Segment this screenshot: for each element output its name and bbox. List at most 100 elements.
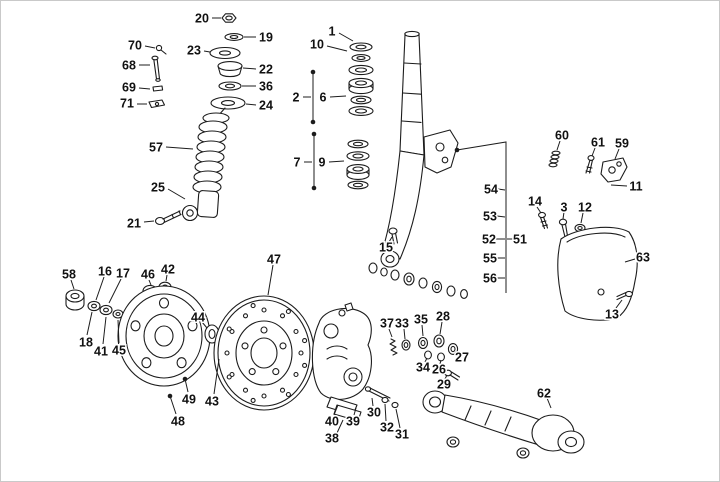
part-callout-2: 2 [291, 89, 311, 106]
svg-text:39: 39 [346, 415, 360, 429]
part-callout-15: 15 [378, 236, 394, 256]
svg-text:20: 20 [195, 12, 209, 26]
svg-text:34: 34 [416, 361, 430, 375]
part-callout-40: 40 [324, 404, 340, 430]
svg-text:42: 42 [161, 263, 175, 277]
svg-text:59: 59 [615, 137, 629, 151]
svg-text:21: 21 [127, 217, 141, 231]
part-callout-37: 37 [379, 315, 395, 338]
part-callout-10: 10 [309, 36, 348, 53]
axle-bolt [154, 210, 182, 226]
part-callout-62: 62 [536, 385, 552, 409]
part-callout-70: 70 [127, 37, 156, 54]
svg-text:26: 26 [432, 363, 446, 377]
svg-text:51: 51 [513, 233, 527, 247]
part-callout-52: 52 [481, 231, 505, 248]
grouping-bracket-1 [310, 69, 316, 125]
swing-arm [422, 390, 585, 459]
part-callout-27: 27 [454, 349, 471, 366]
part-callout-19: 19 [244, 29, 274, 46]
part-callout-41: 41 [93, 316, 109, 360]
svg-text:44: 44 [191, 311, 205, 325]
small-fasteners-left [148, 44, 167, 109]
svg-text:30: 30 [367, 406, 381, 420]
svg-text:70: 70 [128, 39, 142, 53]
bearing-washer-stack-upper [348, 42, 374, 116]
svg-text:69: 69 [122, 81, 136, 95]
svg-text:28: 28 [436, 310, 450, 324]
part-callout-42: 42 [160, 261, 176, 282]
svg-text:19: 19 [259, 31, 273, 45]
part-callout-25: 25 [150, 179, 186, 200]
svg-text:52: 52 [482, 233, 496, 247]
part-callout-9: 9 [317, 154, 345, 171]
part-callout-14: 14 [527, 193, 543, 214]
part-callout-59: 59 [614, 135, 630, 160]
side-cover [557, 226, 638, 321]
part-callout-30: 30 [366, 397, 382, 421]
svg-text:58: 58 [62, 268, 76, 282]
svg-text:25: 25 [151, 181, 165, 195]
part-callout-44: 44 [190, 309, 208, 329]
axle-hardware-left [65, 281, 172, 319]
part-callout-47: 47 [266, 251, 282, 296]
part-callout-12: 12 [577, 199, 593, 224]
part-callout-22: 22 [242, 61, 274, 78]
svg-text:11: 11 [629, 180, 642, 194]
svg-text:61: 61 [591, 136, 605, 150]
brake-caliper [311, 302, 372, 400]
svg-text:45: 45 [112, 344, 126, 358]
fork-assembly [380, 30, 459, 268]
part-callout-45: 45 [111, 319, 127, 359]
svg-text:10: 10 [310, 38, 324, 52]
svg-text:2: 2 [293, 91, 300, 105]
svg-text:62: 62 [537, 387, 551, 401]
part-callout-71: 71 [119, 95, 147, 112]
part-callout-20: 20 [194, 10, 221, 27]
mount-bracket [600, 157, 628, 183]
part-callout-58: 58 [61, 266, 77, 290]
svg-text:57: 57 [149, 141, 163, 155]
svg-text:13: 13 [605, 308, 619, 322]
svg-text:47: 47 [267, 253, 281, 267]
svg-text:16: 16 [98, 265, 112, 279]
part-callout-55: 55 [482, 250, 505, 267]
svg-text:3: 3 [561, 201, 568, 215]
part-callout-31: 31 [394, 408, 410, 443]
part-callout-17: 17 [108, 265, 131, 304]
svg-text:17: 17 [116, 267, 130, 281]
svg-text:31: 31 [395, 428, 409, 442]
part-callout-43: 43 [204, 358, 220, 410]
svg-text:32: 32 [380, 421, 394, 435]
svg-text:38: 38 [325, 432, 339, 446]
part-callout-11: 11 [610, 178, 644, 195]
part-callout-23: 23 [186, 42, 211, 59]
part-callout-51: 51 [507, 231, 528, 248]
svg-text:18: 18 [79, 336, 93, 350]
part-callout-33: 33 [394, 315, 410, 340]
part-callout-13: 13 [604, 299, 623, 323]
brake-disc [213, 295, 315, 411]
part-callout-1: 1 [327, 23, 354, 42]
svg-text:33: 33 [395, 317, 409, 331]
svg-text:41: 41 [94, 345, 108, 359]
svg-text:9: 9 [319, 156, 326, 170]
part-callout-16: 16 [95, 263, 113, 301]
brake-pads [326, 396, 362, 422]
part-callout-21: 21 [126, 215, 155, 232]
cover-bolt [616, 290, 633, 301]
part-callout-35: 35 [413, 311, 429, 337]
svg-text:27: 27 [455, 351, 469, 365]
svg-text:53: 53 [483, 210, 497, 224]
part-callout-24: 24 [245, 97, 274, 114]
part-callout-39: 39 [345, 407, 361, 430]
svg-text:7: 7 [294, 156, 301, 170]
svg-text:48: 48 [171, 415, 185, 429]
part-callout-53: 53 [482, 208, 506, 225]
svg-text:68: 68 [122, 59, 136, 73]
svg-text:56: 56 [483, 272, 497, 286]
svg-text:1: 1 [329, 25, 336, 39]
hardware-right [538, 150, 595, 238]
